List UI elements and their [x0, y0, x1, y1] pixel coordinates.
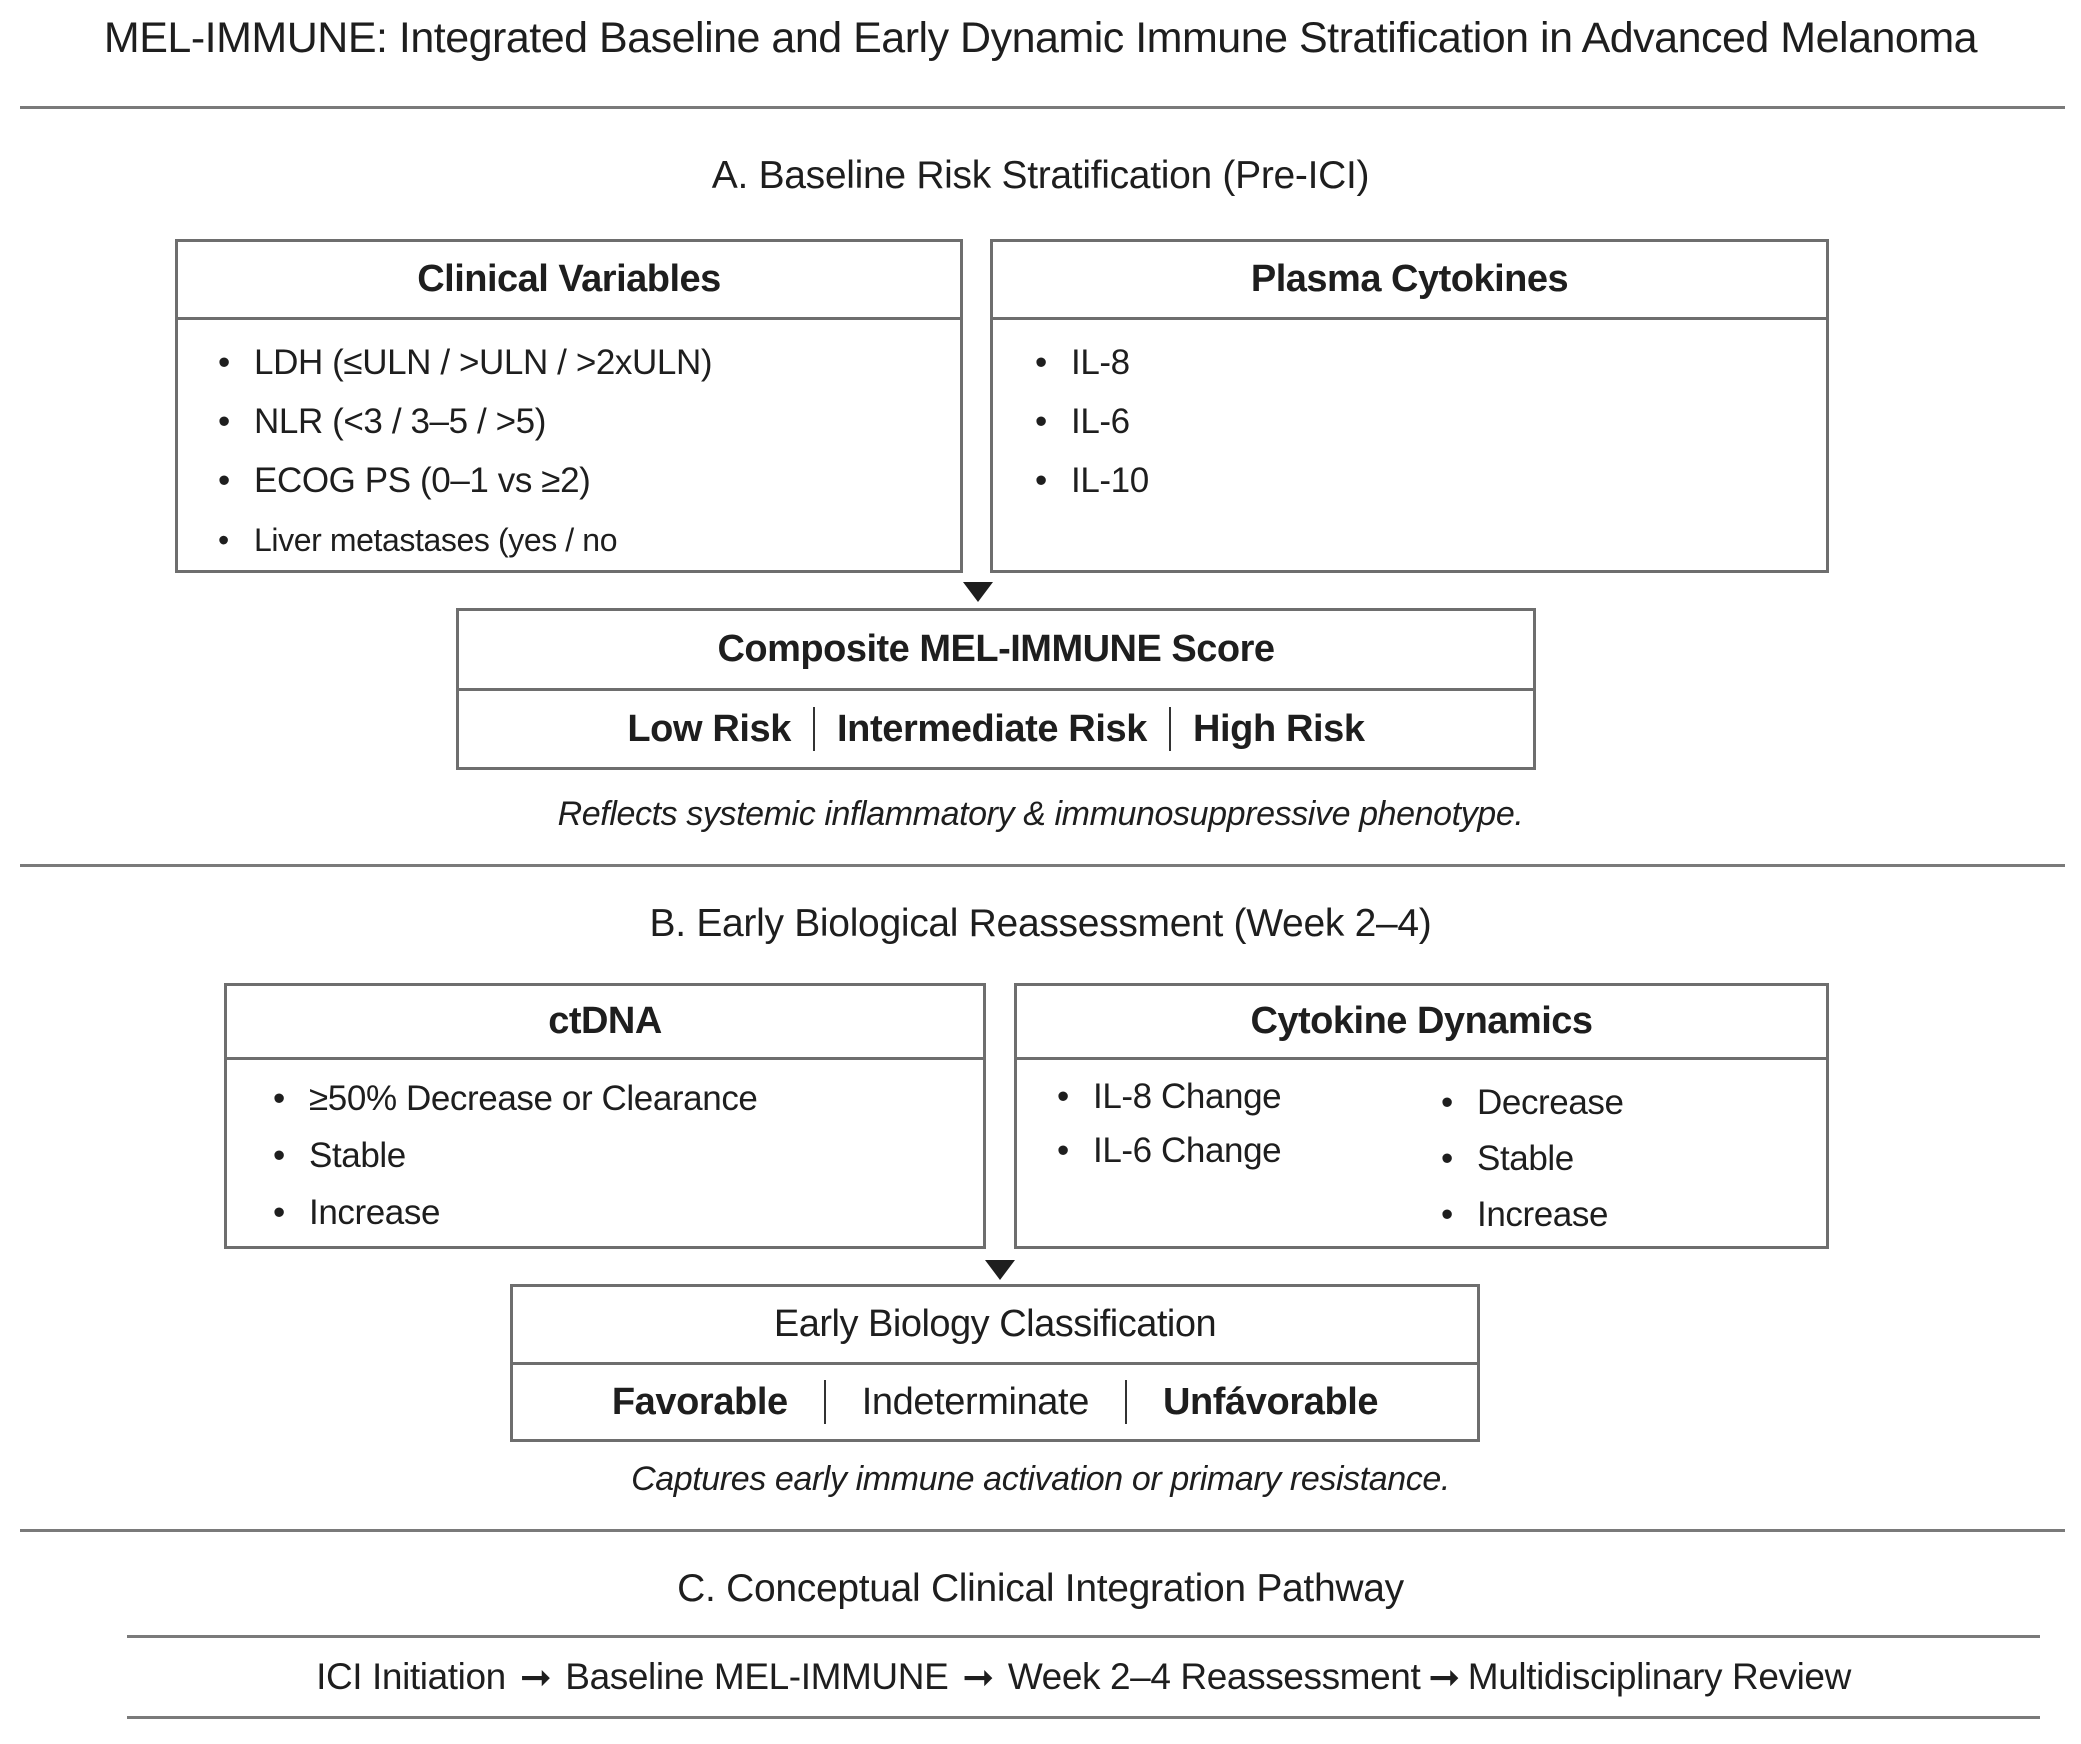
- pathway-step: Week 2–4 Reassessment: [1007, 1656, 1421, 1697]
- ctdna-header: ctDNA: [227, 986, 983, 1060]
- composite-score-header: Composite MEL-IMMUNE Score: [459, 611, 1533, 691]
- pathway-top-rule: [127, 1635, 2040, 1638]
- integration-pathway: ICI Initiation ➞ Baseline MEL-IMMUNE ➞ W…: [127, 1648, 2040, 1706]
- list-item: ≥50% Decrease or Clearance: [273, 1074, 983, 1131]
- separator: [812, 707, 815, 751]
- list-item: NLR (<3 / 3–5 / >5): [218, 397, 960, 456]
- arrow-right-icon: ➞: [519, 1656, 552, 1699]
- section-b-heading: B. Early Biological Reassessment (Week 2…: [649, 902, 1432, 945]
- ctdna-box: ctDNA ≥50% Decrease or Clearance Stable …: [224, 983, 986, 1249]
- clinical-variables-box: Clinical Variables LDH (≤ULN / >ULN / >2…: [175, 239, 963, 573]
- clinical-variables-list: LDH (≤ULN / >ULN / >2xULN) NLR (<3 / 3–5…: [178, 320, 960, 574]
- indeterminate-label: Indeterminate: [861, 1380, 1090, 1423]
- list-item: Increase: [273, 1188, 983, 1245]
- arrow-down-icon: [985, 1260, 1015, 1280]
- pathway-step: Multidisciplinary Review: [1467, 1656, 1852, 1697]
- plasma-cytokines-list: IL-8 IL-6 IL-10: [993, 320, 1826, 515]
- section-c-heading: C. Conceptual Clinical Integration Pathw…: [677, 1567, 1404, 1610]
- unfavorable-label: Unfávorable: [1162, 1380, 1379, 1423]
- separator: [1124, 1380, 1127, 1424]
- list-item: Increase: [1441, 1190, 1624, 1246]
- plasma-cytokines-header: Plasma Cytokines: [993, 242, 1826, 320]
- arrow-right-icon: ➞: [1428, 1656, 1460, 1699]
- list-item: Decrease: [1441, 1078, 1624, 1134]
- cytokine-markers-list: IL-8 Change IL-6 Change: [1057, 1072, 1282, 1180]
- arrow-down-icon: [963, 582, 993, 602]
- plasma-cytokines-box: Plasma Cytokines IL-8 IL-6 IL-10: [990, 239, 1829, 573]
- section-a-heading: A. Baseline Risk Stratification (Pre-ICI…: [711, 154, 1370, 197]
- pathway-step: Baseline MEL-IMMUNE: [565, 1656, 949, 1697]
- cytokine-change-list: Decrease Stable Increase: [1441, 1078, 1624, 1246]
- separator: [1168, 707, 1171, 751]
- list-item: Stable: [273, 1131, 983, 1188]
- biology-categories: Favorable Indeterminate Unfávorable: [513, 1365, 1477, 1439]
- title-divider: [20, 106, 2065, 109]
- list-item: IL-8: [1035, 338, 1826, 397]
- list-item: Liver metastases (yes / no: [218, 515, 960, 574]
- list-item: LDH (≤ULN / >ULN / >2xULN): [218, 338, 960, 397]
- cytokine-dynamics-header: Cytokine Dynamics: [1017, 986, 1826, 1060]
- figure-title: MEL-IMMUNE: Integrated Baseline and Earl…: [103, 14, 1978, 62]
- intermediate-risk-label: Intermediate Risk: [836, 707, 1147, 750]
- high-risk-label: High Risk: [1192, 707, 1365, 750]
- risk-categories: Low Risk Intermediate Risk High Risk: [459, 691, 1533, 767]
- cytokine-dynamics-box: Cytokine Dynamics IL-8 Change IL-6 Chang…: [1014, 983, 1829, 1249]
- list-item: IL-6 Change: [1057, 1126, 1282, 1180]
- list-item: IL-10: [1035, 456, 1826, 515]
- arrow-right-icon: ➞: [962, 1656, 994, 1699]
- low-risk-label: Low Risk: [627, 707, 791, 750]
- section-divider-ab: [20, 864, 2065, 867]
- pathway-bottom-rule: [127, 1716, 2040, 1719]
- list-item: ECOG PS (0–1 vs ≥2): [218, 456, 960, 515]
- list-item: IL-6: [1035, 397, 1826, 456]
- early-biology-box: Early Biology Classification Favorable I…: [510, 1284, 1480, 1442]
- section-divider-bc: [20, 1529, 2065, 1532]
- section-b-caption: Captures early immune activation or prim…: [631, 1460, 1450, 1498]
- favorable-label: Favorable: [611, 1380, 788, 1423]
- ctdna-list: ≥50% Decrease or Clearance Stable Increa…: [227, 1060, 983, 1245]
- pathway-step: ICI Initiation: [316, 1656, 506, 1697]
- composite-score-box: Composite MEL-IMMUNE Score Low Risk Inte…: [456, 608, 1536, 770]
- list-item: Stable: [1441, 1134, 1624, 1190]
- separator: [823, 1380, 826, 1424]
- list-item: IL-8 Change: [1057, 1072, 1282, 1126]
- section-a-caption: Reflects systemic inflammatory & immunos…: [557, 795, 1524, 833]
- early-biology-header: Early Biology Classification: [513, 1287, 1477, 1365]
- clinical-variables-header: Clinical Variables: [178, 242, 960, 320]
